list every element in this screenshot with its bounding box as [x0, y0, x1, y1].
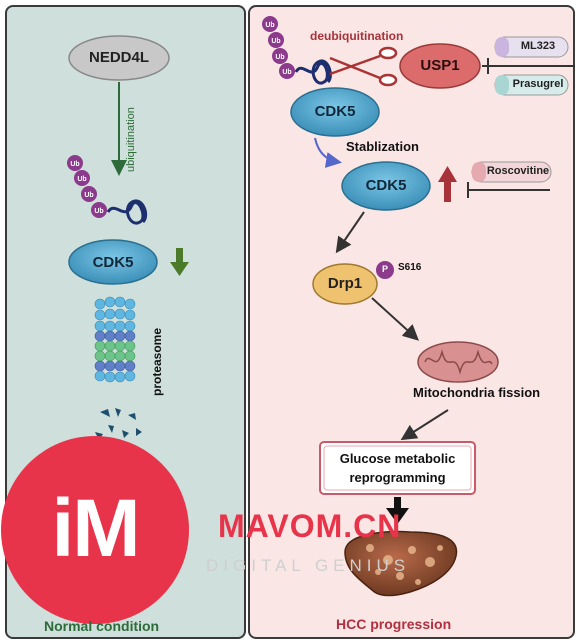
prasugrel-label: Prasugrel	[512, 78, 564, 90]
drp1-node	[312, 263, 378, 305]
mitochondria-icon	[417, 341, 499, 383]
ubiquitination-label: ubiquitination	[125, 107, 137, 172]
drp1-to-mito-arrow	[371, 297, 419, 341]
svg-text:Ub: Ub	[94, 208, 103, 215]
watermark-logo	[1, 436, 189, 624]
ml323-label: ML323	[520, 40, 556, 52]
glucose-box	[319, 441, 476, 495]
proteasome-icon	[94, 296, 136, 383]
drp1-label: Drp1	[327, 275, 363, 292]
svg-text:Ub: Ub	[275, 54, 284, 61]
ml323-pill	[494, 36, 569, 58]
hcc-progression-label: HCC progression	[336, 616, 452, 632]
nedd4l-label: NEDD4L	[88, 49, 149, 66]
cdk5-top-label: CDK5	[314, 103, 356, 120]
mito-to-glucose-arrow	[400, 409, 449, 441]
prasugrel-pill	[494, 74, 569, 96]
svg-text:Ub: Ub	[265, 22, 274, 29]
usp1-label: USP1	[420, 57, 460, 74]
proteasome-label: proteasome	[150, 327, 164, 396]
cdk5-mid-label: CDK5	[365, 177, 407, 194]
stabilization-arrow	[314, 137, 342, 168]
ub-chain-right: Ub Ub Ub Ub	[262, 16, 295, 79]
svg-text:Ub: Ub	[77, 176, 86, 183]
svg-text:Ub: Ub	[271, 38, 280, 45]
watermark-brand: MAVOM.CN	[218, 508, 402, 544]
deubiquitination-label: deubiquitination	[310, 29, 404, 43]
scissors-icon	[329, 46, 398, 87]
protein-squiggle-left	[106, 199, 148, 225]
svg-text:Ub: Ub	[282, 69, 291, 76]
mito-fission-label: Mitochondria fission	[413, 385, 541, 400]
down-arrow-icon	[170, 248, 189, 276]
glucose-line1-label: Glucose metabolic	[339, 451, 456, 466]
s616-label: S616	[398, 262, 422, 273]
roscovitine-label: Roscovitine	[486, 165, 550, 177]
cdk5-top-node	[290, 87, 380, 137]
cdk5-to-drp1-arrow	[335, 211, 365, 254]
watermark-logo-text: iM	[51, 483, 140, 574]
down-arrow-black	[386, 497, 409, 524]
normal-condition-label: Normal condition	[44, 618, 160, 634]
glucose-line2-label: reprogramming	[349, 470, 446, 485]
ub-chain-left: Ub Ub Ub Ub	[67, 155, 107, 218]
nedd4l-node	[68, 35, 170, 81]
cdk5-left-label: CDK5	[92, 254, 134, 271]
peptide-fragments-icon	[95, 408, 142, 440]
phospho-label: P	[381, 264, 388, 274]
stabilization-label: Stablization	[346, 139, 419, 154]
cdk5-mid-node	[341, 161, 431, 211]
roscovitine-pill	[471, 161, 552, 183]
cdk5-left-node	[68, 239, 158, 285]
svg-text:Ub: Ub	[84, 192, 93, 199]
watermark-tagline: DIGITAL GENIUS	[206, 556, 411, 575]
svg-text:Ub: Ub	[70, 161, 79, 168]
up-arrow-icon	[438, 166, 457, 202]
protein-squiggle-right	[294, 59, 332, 85]
usp1-node	[399, 43, 481, 89]
phospho-badge	[376, 261, 394, 279]
liver-icon	[344, 530, 458, 597]
